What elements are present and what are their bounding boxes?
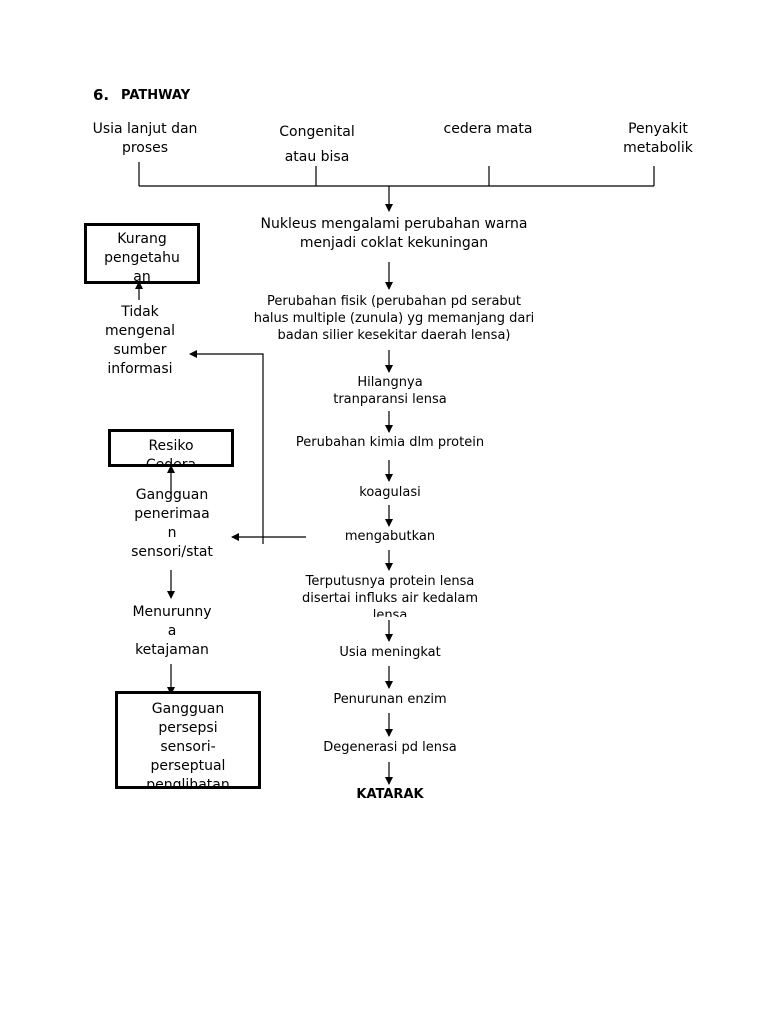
cause-cedera-mata: cedera mata xyxy=(443,121,533,137)
node-tidak-mengenal: Tidak mengenal sumber informasi xyxy=(105,304,175,377)
node-degenerasi: Degenerasi pd lensa xyxy=(323,740,457,755)
node-menurunnya-ketajaman: Menurunny a ketajaman xyxy=(132,604,212,658)
node-koagulasi: koagulasi xyxy=(359,485,421,500)
node-penurunan-enzim: Penurunan enzim xyxy=(333,692,447,707)
cause-usia-lanjut: Usia lanjut dan proses xyxy=(92,121,198,156)
node-mengabutkan: mengabutkan xyxy=(344,529,436,544)
box-resiko-cedera: Resiko Cedera xyxy=(108,429,234,467)
cause-congenital: Congenital atau bisa xyxy=(279,124,355,165)
cause-penyakit-metabolik: Penyakit metabolik xyxy=(623,121,693,156)
section-number: 6. xyxy=(93,86,110,104)
node-usia-meningkat: Usia meningkat xyxy=(339,645,441,660)
section-title: PATHWAY xyxy=(121,88,191,103)
node-nukleus: Nukleus mengalami perubahan warna menjad… xyxy=(260,216,528,251)
box-kurang-pengetahuan: Kurang pengetahu an xyxy=(84,223,200,284)
box-gangguan-persepsi: Gangguan persepsi sensori- perseptual pe… xyxy=(115,691,261,789)
node-perubahan-fisik: Perubahan fisik (perubahan pd serabut ha… xyxy=(253,294,535,343)
node-gangguan-penerimaan: Gangguan penerimaa n sensori/stat xyxy=(131,487,213,560)
arrow-to-tidak-mengenal xyxy=(189,350,264,544)
node-katarak: KATARAK xyxy=(356,787,424,802)
node-perubahan-kimia: Perubahan kimia dlm protein xyxy=(295,435,485,450)
node-terputusnya-protein: Terputusnya protein lensa disertai influ… xyxy=(301,574,479,617)
node-hilangnya-tranparansi: Hilangnya tranparansi lensa xyxy=(333,375,447,407)
